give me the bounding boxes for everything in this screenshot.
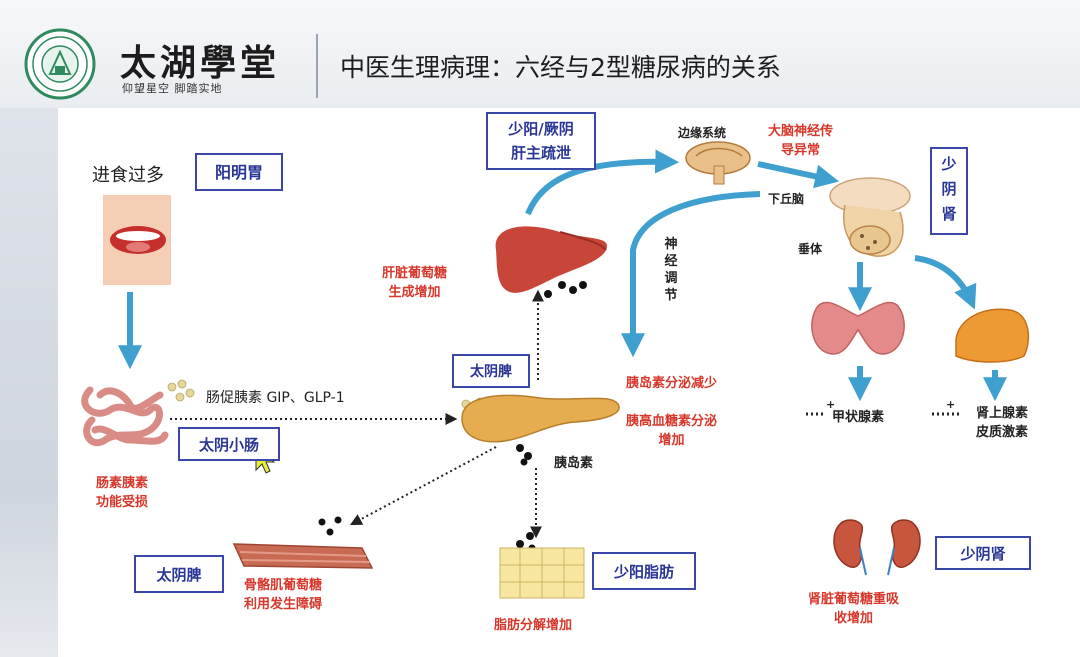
school-emblem-icon — [24, 28, 96, 100]
label-glucagon-increase-line2: 增加 — [658, 433, 685, 448]
label-muscle-glucose-line1: 骨骼肌葡萄糖 — [244, 578, 323, 593]
box-shaoyang-jueyin-line2: 肝主疏泄 — [510, 144, 571, 162]
label-muscle-glucose-line2: 利用发生障碍 — [244, 597, 323, 612]
box-taiyin-spleen-bottom: 太阴脾 — [134, 555, 224, 593]
label-limbic-system: 边缘系统 — [678, 126, 727, 140]
brand-name: 太湖學堂 — [120, 42, 281, 84]
header-divider — [316, 34, 318, 98]
box-yangming-stomach: 阳明胃 — [195, 153, 283, 191]
label-adrenal-hormone: 肾上腺素 皮质激素 — [976, 404, 1028, 442]
brain-illustration — [685, 141, 751, 185]
box-shaoyin-kidney-bottom: 少阴肾 — [935, 536, 1031, 570]
label-adrenal-hormone-line2: 皮质激素 — [976, 425, 1029, 440]
background-strip — [0, 108, 58, 657]
insulin-dots-muscle — [318, 516, 342, 536]
label-glucagon-increase: 胰高血糖素分泌 增加 — [626, 412, 717, 450]
label-pituitary: 垂体 — [798, 242, 823, 256]
label-brain-nerve-line2: 导异常 — [781, 143, 821, 158]
box-shaoyang-jueyin-line1: 少阳/厥阴 — [508, 120, 574, 138]
pancreas-illustration — [461, 394, 620, 443]
arrow-pancreas-to-muscle — [349, 446, 497, 526]
box-taiyin-spleen-mid: 太阴脾 — [452, 354, 530, 388]
insulin-dots-liver — [544, 281, 587, 298]
label-hypothalamus: 下丘脑 — [768, 192, 805, 206]
page-title: 中医生理病理：六经与2型糖尿病的关系 — [340, 53, 781, 82]
label-neural-regulation: 神经调节 — [664, 237, 678, 303]
arrow-pituitary-to-adrenal — [914, 255, 977, 310]
box-taiyin-small-intestine: 太阴小肠 — [178, 427, 280, 461]
label-brain-nerve-line1: 大脑神经传 — [768, 124, 834, 139]
label-liver-glucose: 肝脏葡萄糖 生成增加 — [382, 264, 447, 302]
plus-sign-thyroid: + — [826, 398, 836, 411]
plus-sign-adrenal: + — [946, 398, 956, 411]
label-glucagon-increase-line1: 胰高血糖素分泌 — [626, 414, 718, 429]
label-kidney-reabsorption: 肾脏葡萄糖重吸 收增加 — [808, 590, 899, 628]
label-adrenal-hormone-line1: 肾上腺素 — [976, 406, 1029, 421]
label-intestine-hormone: 肠素胰素 功能受损 — [96, 474, 148, 512]
mouth-illustration — [103, 195, 171, 285]
label-brain-nerve: 大脑神经传 导异常 — [768, 122, 833, 160]
hypothalamus-pituitary-illustration — [829, 177, 911, 257]
brand-slogan: 仰望星空 脚踏实地 — [122, 82, 223, 95]
label-muscle-glucose: 骨骼肌葡萄糖 利用发生障碍 — [244, 576, 322, 614]
insulin-dots-pancreas — [516, 444, 532, 466]
box-shaoyin-kidney-char1: 少 — [941, 155, 957, 173]
label-incretin: 肠促胰素 GIP、GLP-1 — [206, 390, 345, 406]
arrow-liver-to-brain — [525, 149, 680, 216]
label-intestine-hormone-line2: 功能受损 — [96, 495, 149, 510]
label-kidney-reabsorption-line2: 收增加 — [834, 611, 874, 626]
arrow-hypothalamus-to-pancreas — [621, 191, 761, 358]
label-insulin-secretion-decrease: 胰岛素分泌减少 — [626, 376, 718, 391]
label-fat-breakdown: 脂肪分解增加 — [494, 618, 573, 633]
fat-tissue-illustration — [499, 547, 585, 599]
intestine-illustration — [81, 386, 169, 446]
label-overeating: 进食过多 — [92, 165, 164, 186]
box-shaoyin-kidney-char2: 阴 — [941, 180, 957, 198]
header-bar: 太湖學堂 仰望星空 脚踏实地 中医生理病理：六经与2型糖尿病的关系 — [0, 0, 1080, 108]
adrenal-illustration — [955, 308, 1030, 363]
label-intestine-hormone-line1: 肠素胰素 — [96, 476, 149, 491]
muscle-illustration — [232, 543, 374, 569]
thyroid-illustration — [811, 301, 905, 355]
kidneys-illustration — [833, 519, 921, 576]
box-shaoyang-fat: 少阳脂肪 — [592, 552, 696, 590]
box-shaoyin-kidney-char3: 肾 — [941, 205, 957, 223]
label-insulin: 胰岛素 — [554, 456, 594, 471]
box-shaoyang-jueyin: 少阳/厥阴 肝主疏泄 — [486, 112, 596, 170]
liver-illustration — [495, 226, 607, 293]
arrow-brain-to-hypothalamus — [757, 161, 840, 189]
label-liver-glucose-line1: 肝脏葡萄糖 — [382, 266, 448, 281]
label-thyroid-hormone: 甲状腺素 — [832, 410, 885, 425]
box-shaoyin-kidney-top: 少 阴 肾 — [930, 147, 968, 235]
label-kidney-reabsorption-line1: 肾脏葡萄糖重吸 — [808, 592, 900, 607]
label-liver-glucose-line2: 生成增加 — [388, 285, 441, 300]
